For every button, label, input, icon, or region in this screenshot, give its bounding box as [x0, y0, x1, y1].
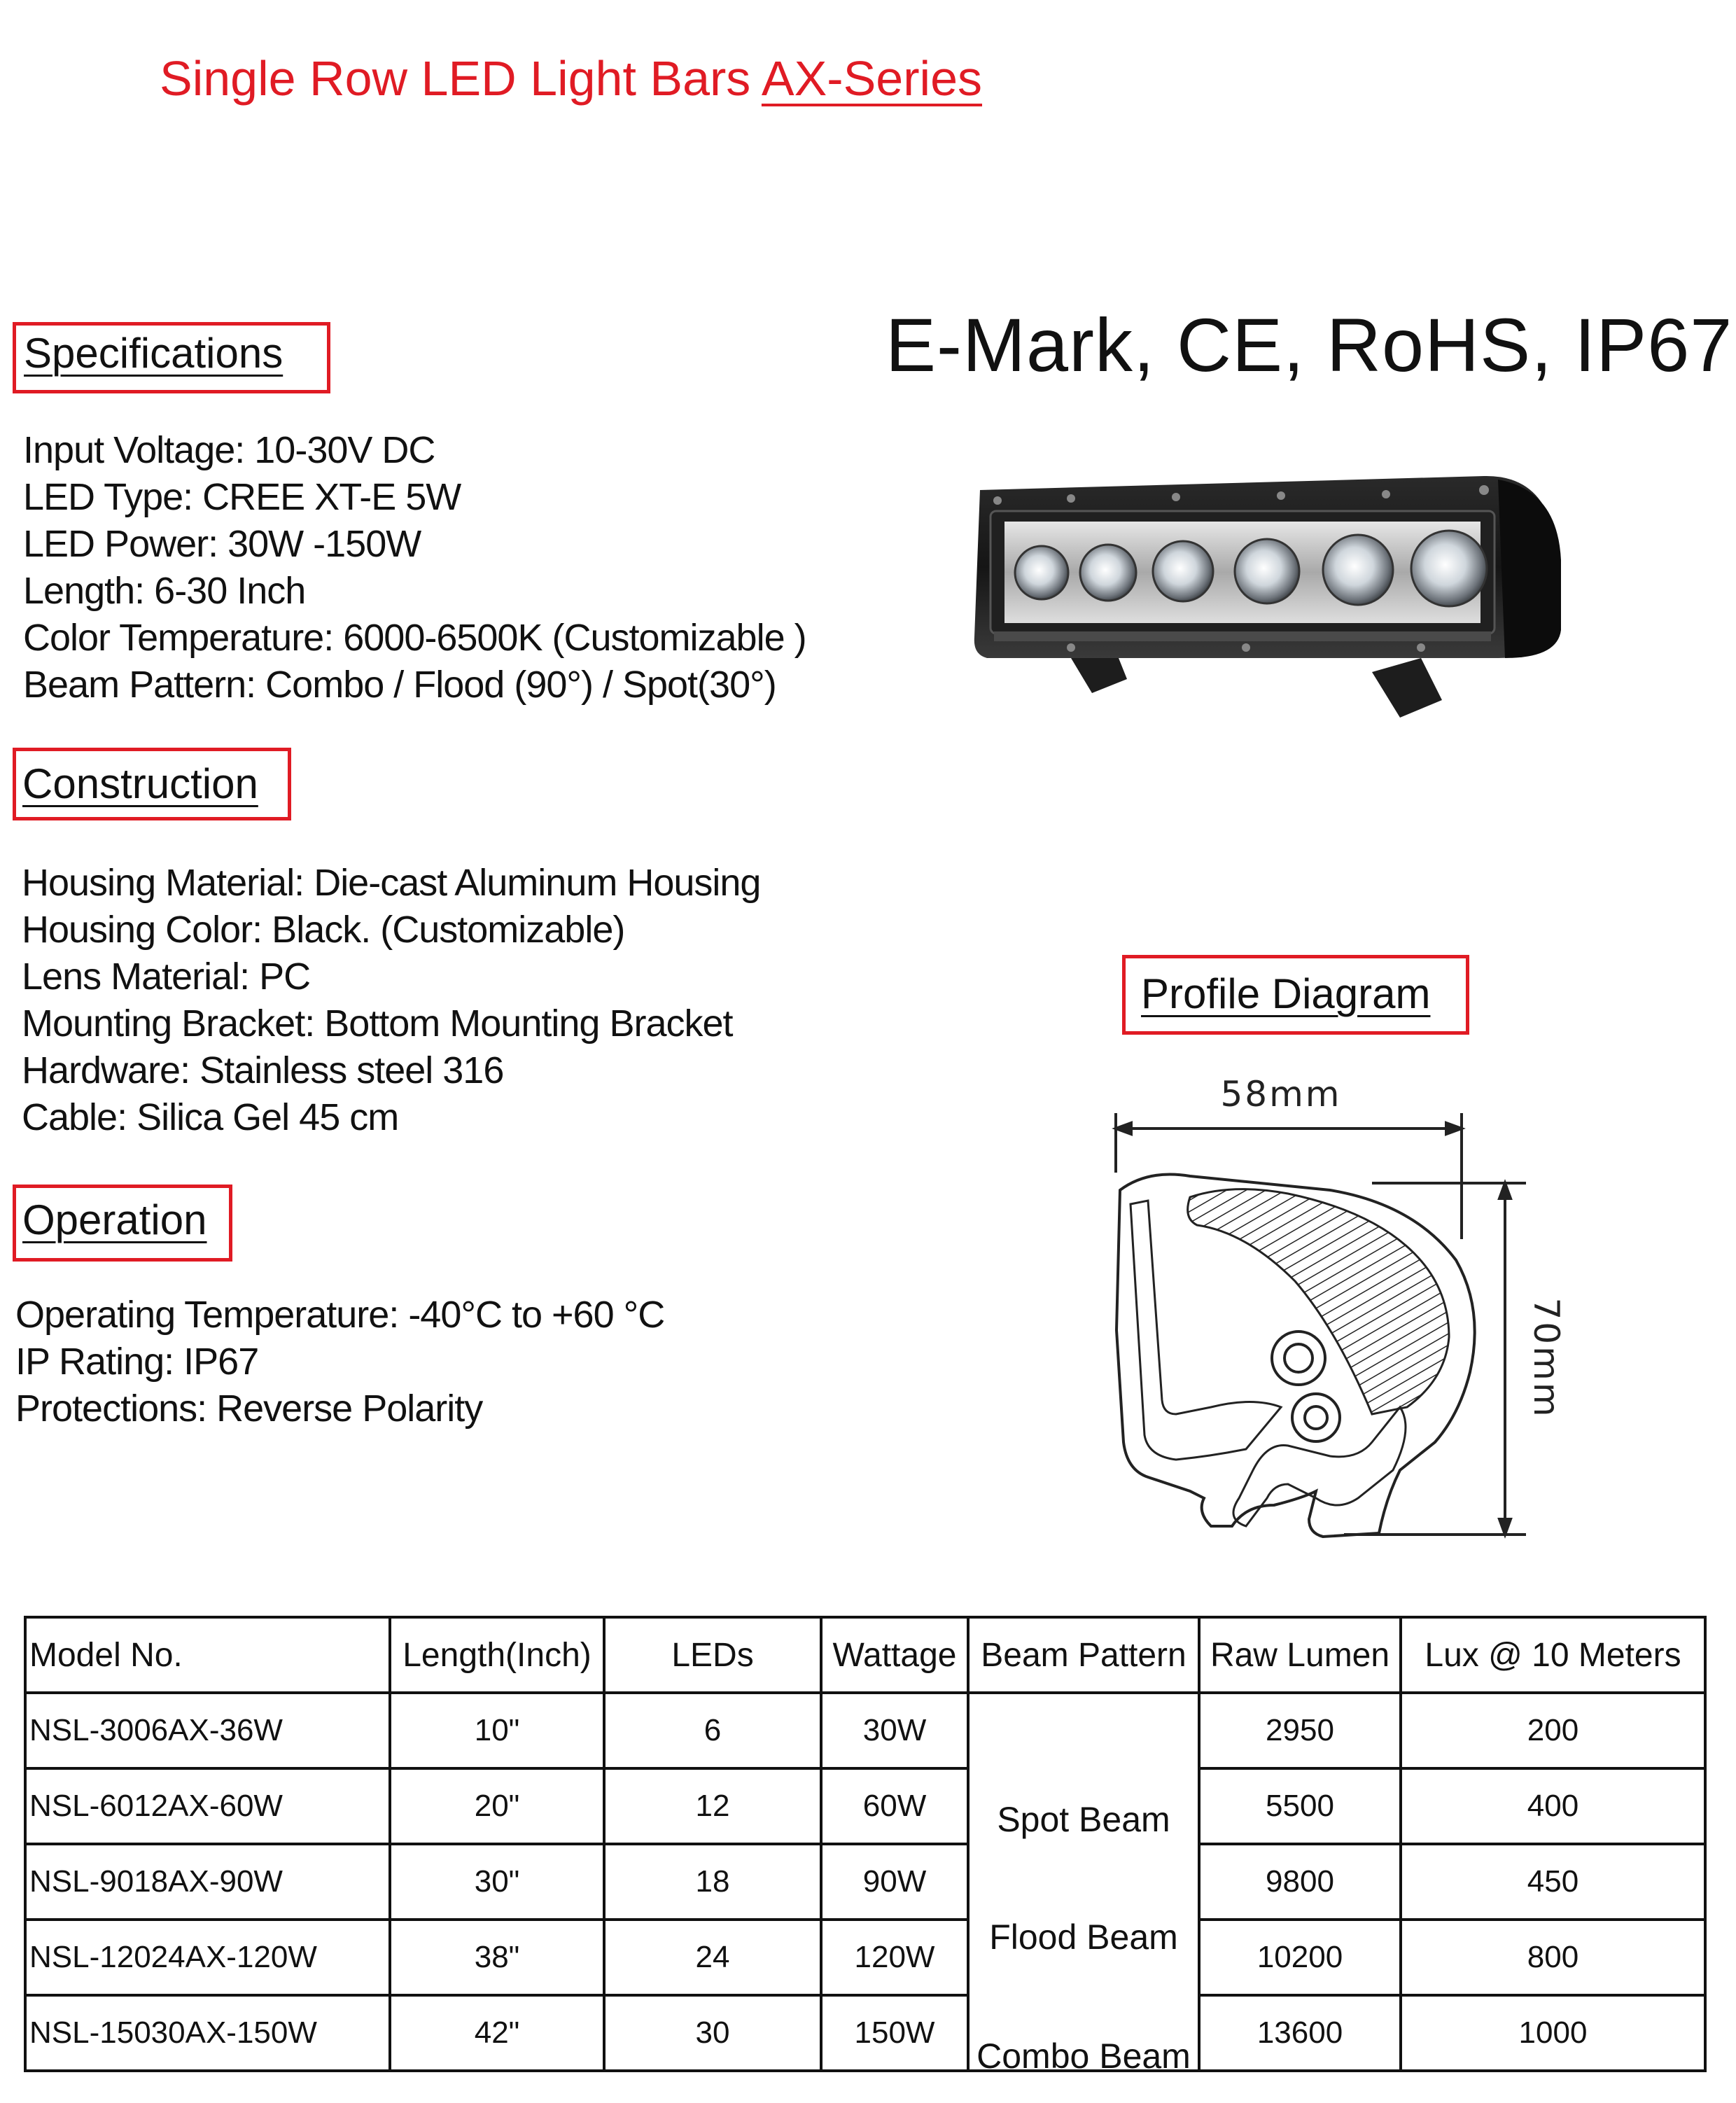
lumen-cell: 10200	[1198, 1918, 1402, 1997]
construction-heading: Construction	[22, 760, 258, 807]
table-header: Beam Pattern	[967, 1616, 1200, 1694]
operation-line: Protections: Reverse Polarity	[15, 1388, 483, 1430]
construction-line: Housing Color: Black. (Customizable)	[22, 909, 625, 951]
leds-cell: 24	[603, 1918, 822, 1997]
beam-pattern-flood: Flood Beam	[989, 1917, 1178, 1957]
table-header-row: Model No. Length(Inch) LEDs Wattage Beam…	[24, 1616, 1707, 1694]
spec-line: Input Voltage: 10-30V DC	[23, 429, 435, 471]
construction-line: Mounting Bracket: Bottom Mounting Bracke…	[22, 1002, 734, 1044]
beam-pattern-spot: Spot Beam	[997, 1800, 1170, 1839]
title-prefix: Single Row LED Light Bars	[160, 51, 762, 106]
wattage-cell: 90W	[820, 1843, 969, 1921]
spec-line: Beam Pattern: Combo / Flood (90°) / Spot…	[23, 664, 777, 706]
length-cell: 38"	[388, 1918, 606, 1997]
construction-line: Housing Material: Die-cast Aluminum Hous…	[22, 862, 761, 904]
construction-box	[13, 748, 291, 820]
model-cell: NSL-12024AX-120W	[24, 1918, 391, 1997]
construction-line: Hardware: Stainless steel 316	[22, 1049, 504, 1091]
table-header: LEDs	[603, 1616, 822, 1694]
model-spec-table: Model No. Length(Inch) LEDs Wattage Beam…	[24, 1616, 1707, 2076]
length-cell: 20"	[388, 1767, 606, 1845]
specifications-heading: Specifications	[24, 330, 284, 377]
wattage-cell: 150W	[820, 1994, 969, 2072]
lux-cell: 450	[1399, 1843, 1707, 1921]
spec-line: LED Type: CREE XT-E 5W	[23, 476, 461, 518]
lumen-cell: 2950	[1198, 1691, 1402, 1770]
lux-cell: 1000	[1399, 1994, 1707, 2072]
specifications-list: Input Voltage: 10-30V DC LED Type: CREE …	[23, 427, 807, 708]
length-cell: 42"	[388, 1994, 606, 2072]
construction-list: Housing Material: Die-cast Aluminum Hous…	[22, 860, 761, 1141]
height-dimension-label: 70mm	[1526, 1297, 1567, 1418]
construction-line: Cable: Silica Gel 45 cm	[22, 1096, 399, 1138]
title-series: AX-Series	[761, 51, 983, 106]
model-cell: NSL-15030AX-150W	[24, 1994, 391, 2072]
spec-line: Length: 6-30 Inch	[23, 570, 306, 612]
profile-diagram-heading: Profile Diagram	[1141, 970, 1431, 1017]
model-cell: NSL-9018AX-90W	[24, 1843, 391, 1921]
lux-cell: 800	[1399, 1918, 1707, 1997]
certifications: E-Mark, CE, RoHS, IP67	[886, 302, 1733, 387]
length-cell: 10"	[388, 1691, 606, 1770]
operation-heading: Operation	[22, 1196, 207, 1243]
model-cell: NSL-6012AX-60W	[24, 1767, 391, 1845]
width-dimension-label: 58mm	[1220, 1078, 1341, 1115]
leds-cell: 18	[603, 1843, 822, 1921]
length-cell: 30"	[388, 1843, 606, 1921]
table-row: NSL-15030AX-150W 42" 30 150W 13600 1000	[24, 1994, 1707, 2072]
operation-list: Operating Temperature: -40°C to +60 °C I…	[15, 1292, 665, 1432]
table-header: Lux @ 10 Meters	[1399, 1616, 1707, 1694]
table-row: NSL-9018AX-90W 30" 18 90W 9800 450	[24, 1843, 1707, 1921]
operation-box	[13, 1185, 232, 1262]
lux-cell: 400	[1399, 1767, 1707, 1845]
spec-line: LED Power: 30W -150W	[23, 523, 421, 565]
beam-pattern-combo: Combo Beam	[976, 2036, 1191, 2076]
operation-line: Operating Temperature: -40°C to +60 °C	[15, 1294, 665, 1336]
lux-cell: 200	[1399, 1691, 1707, 1770]
beam-pattern-cell: Spot Beam Flood Beam Combo Beam	[967, 1691, 1200, 2076]
page-title: Single Row LED Light Bars AX-Series	[160, 50, 982, 106]
leds-cell: 12	[603, 1767, 822, 1845]
lumen-cell: 5500	[1198, 1767, 1402, 1845]
table-header: Length(Inch)	[388, 1616, 606, 1694]
wattage-cell: 60W	[820, 1767, 969, 1845]
leds-cell: 30	[603, 1994, 822, 2072]
table-row: NSL-3006AX-36W 10" 6 30W Spot Beam Flood…	[24, 1691, 1707, 2076]
table-row: NSL-12024AX-120W 38" 24 120W 10200 800	[24, 1918, 1707, 1997]
table-header: Model No.	[24, 1616, 391, 1694]
wattage-cell: 120W	[820, 1918, 969, 1997]
construction-line: Lens Material: PC	[22, 956, 311, 998]
lumen-cell: 9800	[1198, 1843, 1402, 1921]
led-light-bar-image	[974, 475, 1561, 718]
wattage-cell: 30W	[820, 1691, 969, 1770]
table-header: Raw Lumen	[1198, 1616, 1402, 1694]
profile-diagram-box	[1122, 955, 1469, 1035]
spec-line: Color Temperature: 6000-6500K (Customiza…	[23, 617, 807, 659]
leds-cell: 6	[603, 1691, 822, 1770]
model-cell: NSL-3006AX-36W	[24, 1691, 391, 1770]
operation-line: IP Rating: IP67	[15, 1341, 259, 1383]
specifications-box	[13, 322, 330, 393]
table-row: NSL-6012AX-60W 20" 12 60W 5500 400	[24, 1767, 1707, 1845]
lumen-cell: 13600	[1198, 1994, 1402, 2072]
table-header: Wattage	[820, 1616, 969, 1694]
profile-drawing: 58mm 70mm	[1112, 1078, 1567, 1539]
